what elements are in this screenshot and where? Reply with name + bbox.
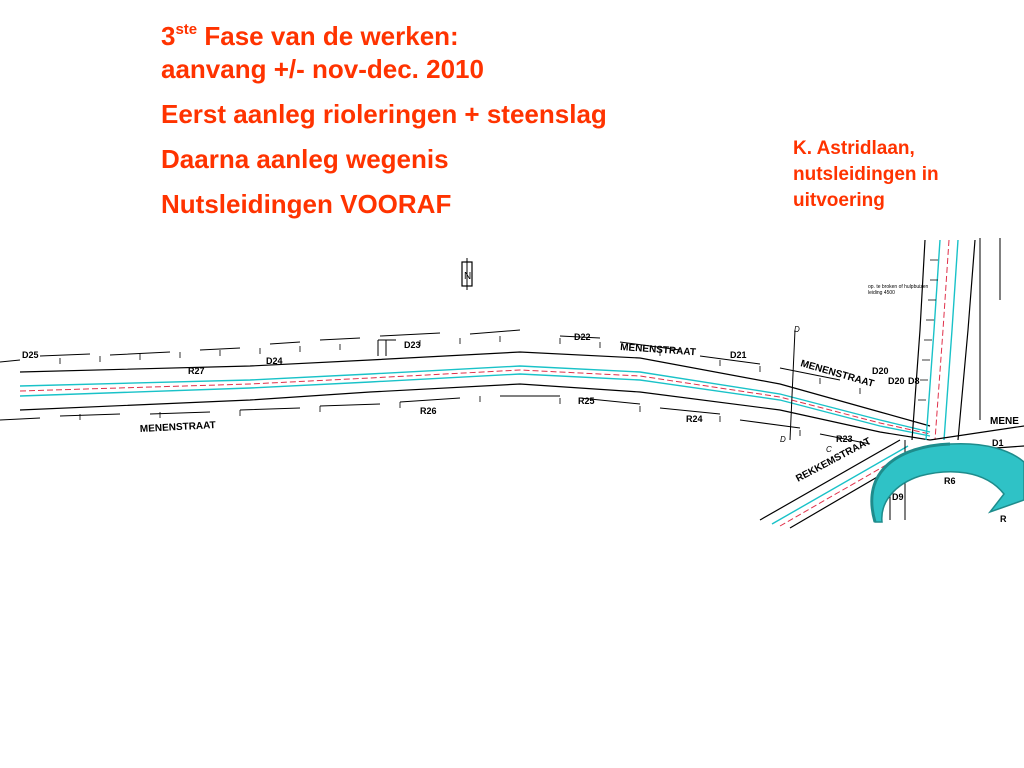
manhole-label: R	[1000, 514, 1007, 524]
plan-note: leiding 4500	[868, 290, 895, 296]
side-note-line: uitvoering	[793, 190, 885, 211]
phase-text: Fase van de werken:	[197, 21, 459, 51]
manhole-label: R27	[188, 366, 205, 376]
street-label-menenstraat: MENE	[990, 416, 1019, 427]
street-label-menenstraat: MENENSTRAAT	[620, 342, 697, 358]
manhole-label: D22	[574, 332, 591, 342]
phase-timing: aanvang +/- nov-dec. 2010	[161, 54, 484, 84]
step-utilities: Nutsleidingen VOORAF	[161, 189, 452, 219]
manhole-label: D1	[992, 438, 1004, 448]
north-label: N	[464, 271, 471, 282]
side-note-line: nutsleidingen in	[793, 164, 939, 185]
manhole-label: D20	[872, 366, 889, 376]
plan-note: op. te broken of hulpbuizen	[868, 284, 929, 290]
menenstraat-road	[19, 351, 931, 441]
manhole-label: D20	[888, 376, 905, 386]
manhole-label: R25	[578, 396, 595, 406]
manhole-label: D24	[266, 356, 283, 366]
road-plan-drawing: N	[0, 238, 1024, 529]
step-road: Daarna aanleg wegenis	[161, 144, 449, 174]
misc-labels: D D C	[780, 325, 832, 454]
plan-notes: op. te broken of hulpbuizen leiding 4500	[868, 284, 929, 296]
phase-suffix: ste	[175, 21, 198, 38]
misc-label: C	[826, 445, 832, 454]
phase-heading: 3ste Fase van de werken: aanvang +/- nov…	[161, 20, 621, 86]
manhole-label: R23	[836, 434, 853, 444]
survey-ticks	[59, 259, 938, 436]
step-sewer: Eerst aanleg rioleringen + steenslag	[161, 99, 607, 129]
north-arrow-icon: N	[461, 258, 473, 290]
manhole-label: R6	[944, 476, 956, 486]
parcel-outlines	[0, 238, 1001, 520]
manhole-label: D23	[404, 340, 421, 350]
manhole-label: R26	[420, 406, 437, 416]
manhole-label: D25	[22, 350, 39, 360]
manhole-labels: D25 R27 D24 D23 R26 D22 R25 R24 D21 D20 …	[22, 332, 1007, 524]
curved-arrow-icon	[870, 442, 1024, 523]
phase-number: 3	[161, 21, 176, 51]
manhole-label: D8	[908, 376, 920, 386]
manhole-label: R24	[686, 414, 703, 424]
side-note: K. Astridlaan, nutsleidingen in uitvoeri…	[793, 136, 1013, 214]
manhole-label: D21	[730, 350, 747, 360]
misc-label: D	[794, 325, 800, 334]
side-note-line: K. Astridlaan,	[793, 138, 915, 159]
misc-label: D	[780, 435, 786, 444]
manhole-label: D9	[892, 492, 904, 502]
street-label-menenstraat: MENENSTRAAT	[140, 420, 216, 435]
phase-description: 3ste Fase van de werken: aanvang +/- nov…	[161, 20, 621, 233]
